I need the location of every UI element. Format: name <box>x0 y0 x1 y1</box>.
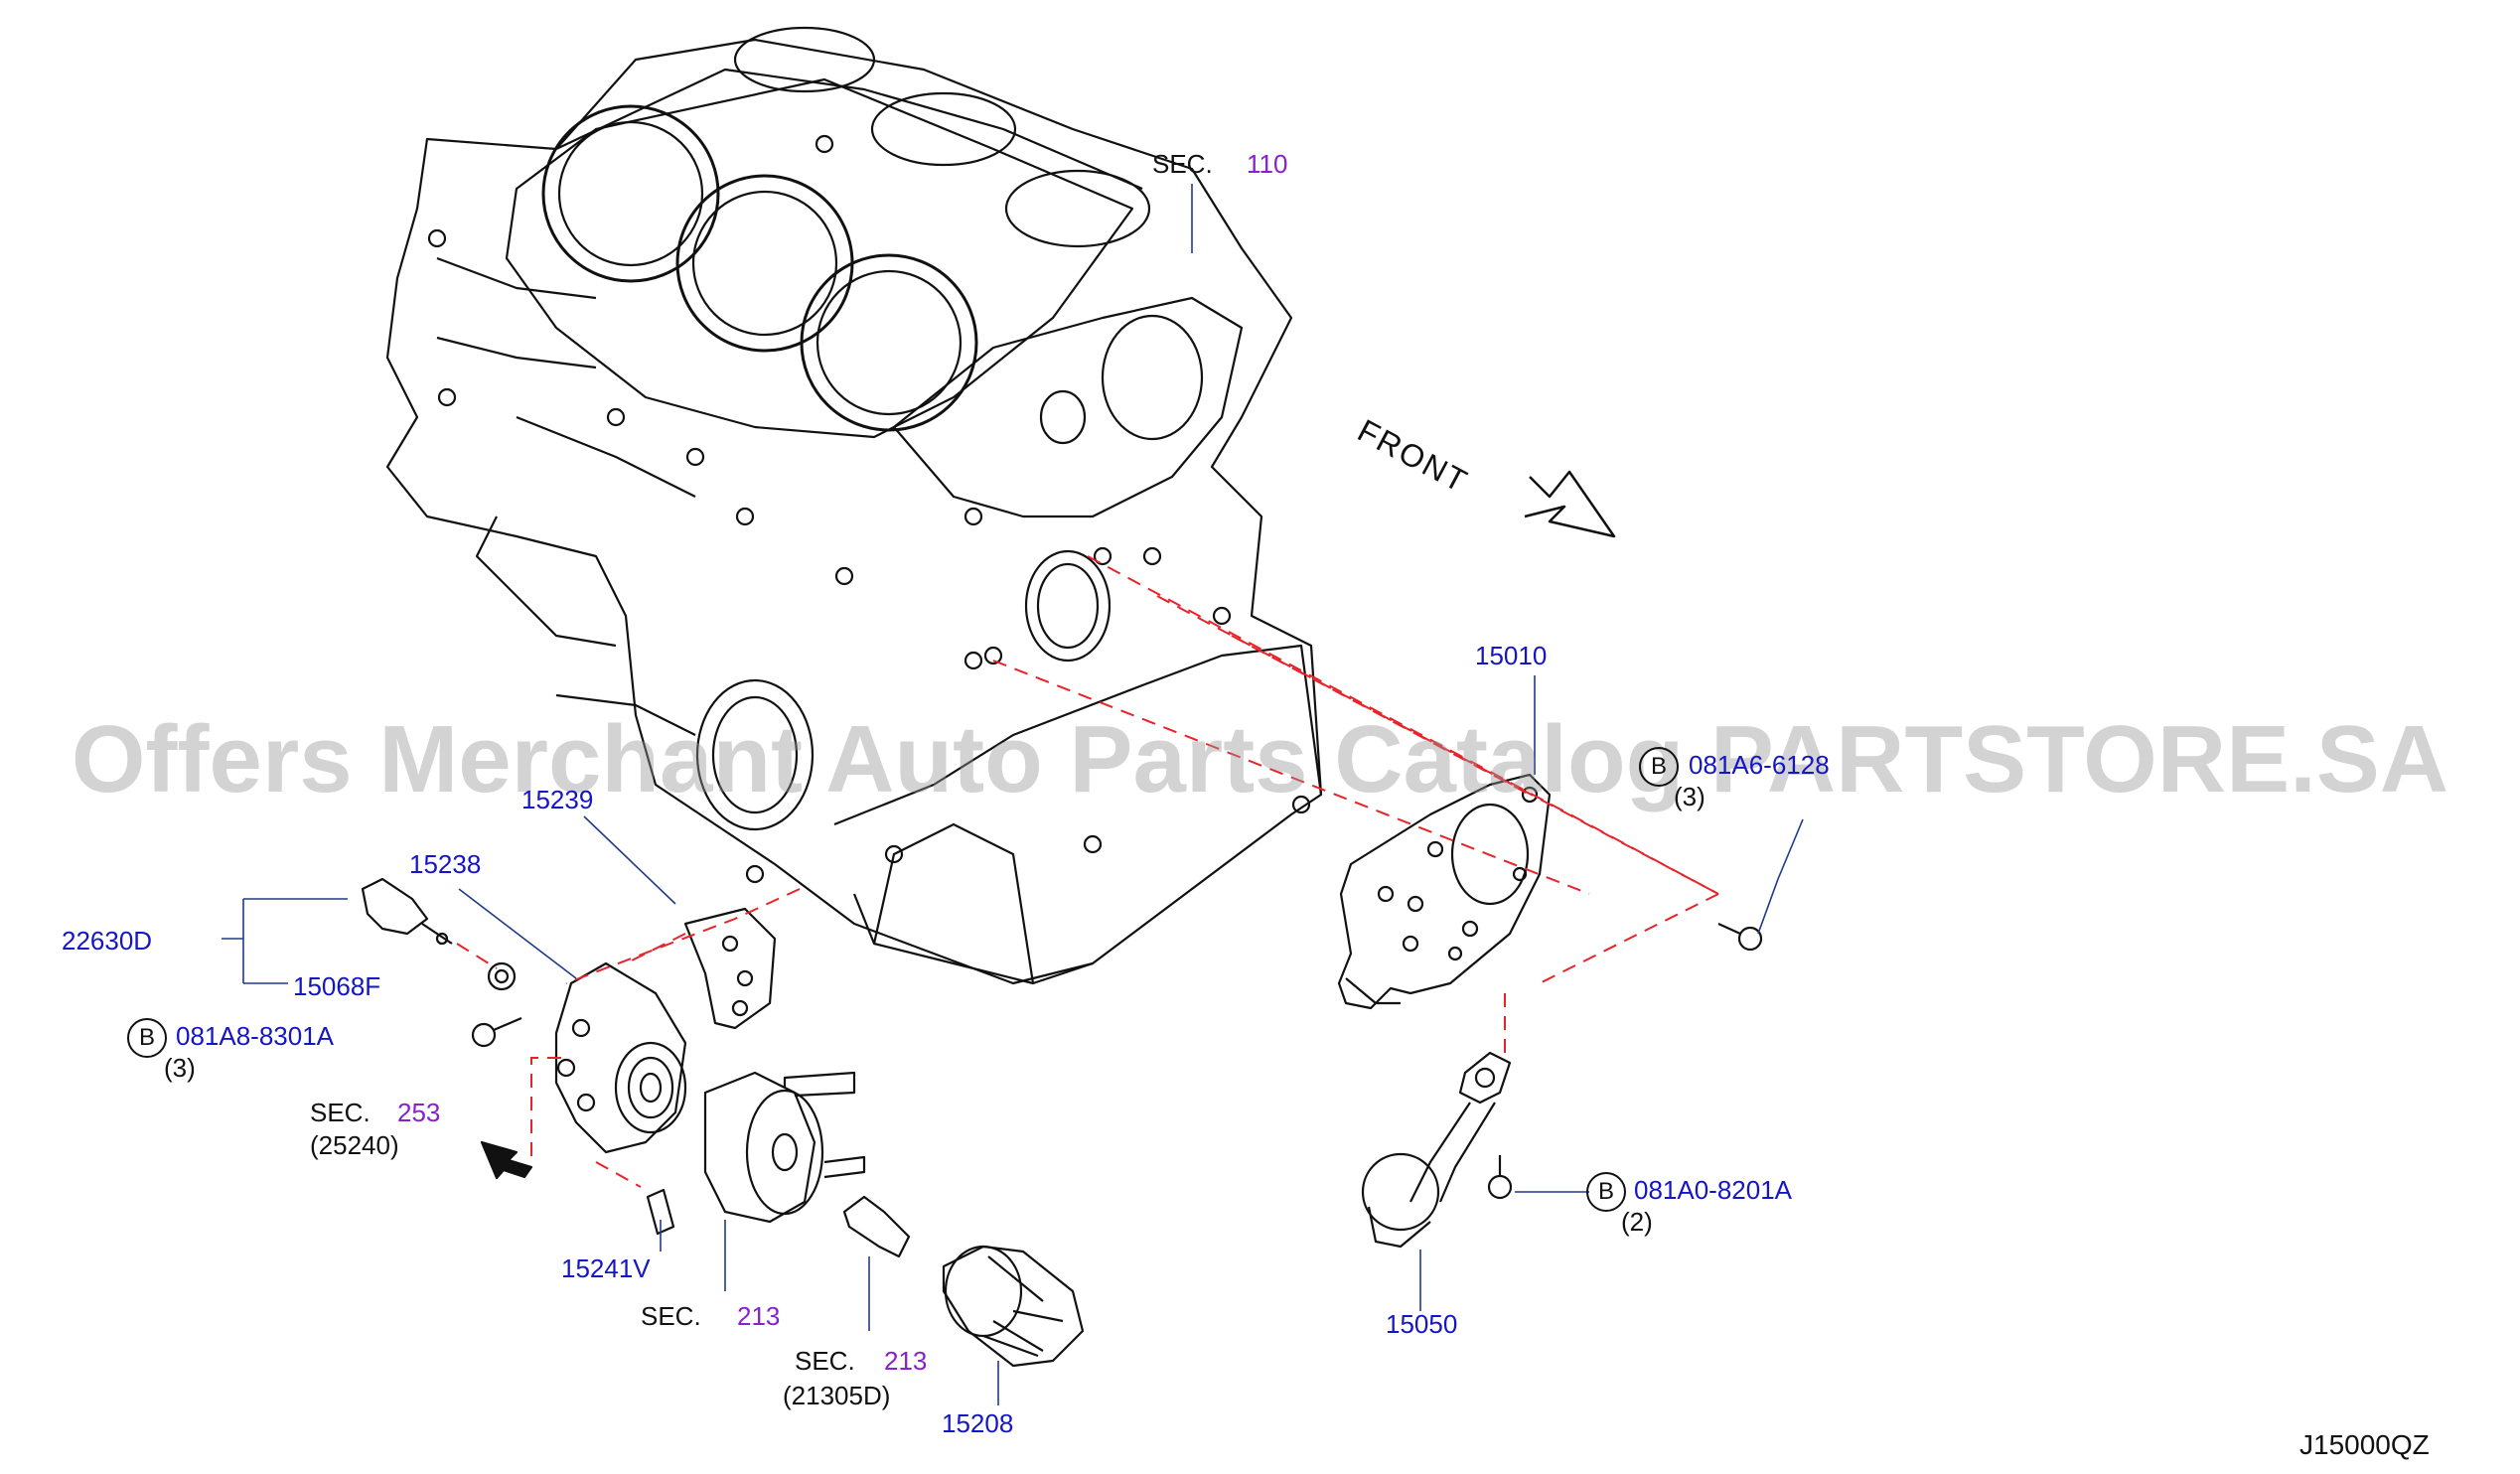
oil-filter-bracket-drawing <box>554 961 687 1154</box>
bolt-qty-left: (3) <box>164 1053 196 1083</box>
sec-label-213-cooler: SEC. <box>641 1301 701 1331</box>
part-15068F-link[interactable]: 15068F <box>293 971 381 1001</box>
bolt-081A8-8301A-link[interactable]: 081A8-8301A <box>176 1021 335 1051</box>
sec-213-cooler-link[interactable]: 213 <box>737 1301 781 1331</box>
sec-253-subref: (25240) <box>310 1130 399 1160</box>
bolt-qty-right: (2) <box>1621 1207 1653 1237</box>
engine-block-drawing <box>385 26 1323 985</box>
bolt-drawing-pump <box>1717 922 1763 952</box>
sensor-drawing <box>361 877 453 946</box>
part-15238-link[interactable]: 15238 <box>409 849 482 879</box>
part-15010-link[interactable]: 15010 <box>1475 641 1548 670</box>
sec-label-253: SEC. <box>310 1098 371 1127</box>
sec-label-213-connector: SEC. <box>795 1346 855 1376</box>
washer-drawing <box>487 961 517 991</box>
part-15241V-link[interactable]: 15241V <box>561 1253 651 1283</box>
oil-pump-drawing <box>1337 773 1552 1010</box>
diagram-code: J15000QZ <box>2299 1429 2430 1460</box>
part-22630D-link[interactable]: 22630D <box>62 926 153 956</box>
sec-213-connector-link[interactable]: 213 <box>884 1346 928 1376</box>
sec-213-subref: (21305D) <box>783 1381 891 1410</box>
oil-filter-drawing <box>942 1245 1085 1368</box>
part-15050-link[interactable]: 15050 <box>1386 1309 1458 1339</box>
plug-drawing <box>646 1188 675 1236</box>
alignment-lines <box>456 555 1719 1188</box>
sec-253-link[interactable]: 253 <box>397 1098 441 1127</box>
leader-lines <box>222 184 1804 1405</box>
part-15208-link[interactable]: 15208 <box>942 1408 1014 1438</box>
oil-cooler-drawing <box>703 1071 866 1224</box>
bolt-drawing-right <box>1487 1155 1513 1200</box>
bolt-badge-b-left: B <box>127 1018 167 1058</box>
oil-strainer-drawing <box>1361 1051 1512 1249</box>
bolt-081A0-8201A-link[interactable]: 081A0-8201A <box>1634 1175 1793 1205</box>
sec-label-110: SEC. <box>1152 149 1213 179</box>
part-15239-link[interactable]: 15239 <box>521 785 594 814</box>
bolt-badge-b-right: B <box>1586 1172 1626 1212</box>
sec253-arrow-icon <box>480 1140 533 1180</box>
bolt-qty-pump: (3) <box>1674 782 1705 811</box>
bolt-badge-b-pump: B <box>1639 747 1679 787</box>
sec-110-link[interactable]: 110 <box>1247 149 1288 179</box>
front-arrow-icon <box>1524 470 1616 538</box>
gasket-plate-drawing <box>683 907 777 1030</box>
bolt-drawing-left <box>471 1016 522 1048</box>
bolt-081A6-6128-link[interactable]: 081A6-6128 <box>1689 750 1830 780</box>
connector-drawing <box>842 1195 911 1258</box>
